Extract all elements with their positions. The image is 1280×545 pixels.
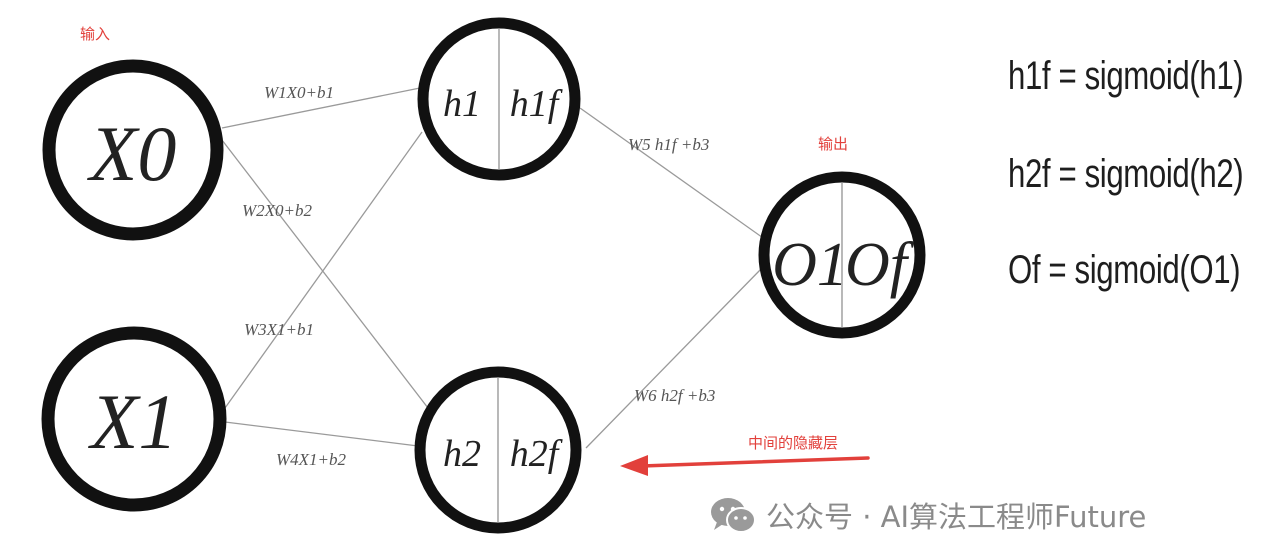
formula-h2f: h2f = sigmoid(h2) xyxy=(1008,152,1244,196)
node-h1f-label: h1f xyxy=(510,83,563,125)
edge-x1-h1 xyxy=(224,131,423,409)
hidden-layer-arrow-icon xyxy=(620,455,870,476)
node-o1-label: O1 xyxy=(772,231,848,299)
edge-label-x1-h1: W3X1+b1 xyxy=(244,320,314,339)
formula-of: Of = sigmoid(O1) xyxy=(1008,248,1241,292)
node-o1: O1 Of xyxy=(758,171,926,339)
edge-h1-o1 xyxy=(579,107,767,241)
node-x1-label: X1 xyxy=(88,378,178,465)
node-h2-label: h2 xyxy=(443,433,481,475)
node-x0-label: X0 xyxy=(87,110,177,197)
edge-label-h2-o1: W6 h2f +b3 xyxy=(634,386,715,405)
node-x0: X0 xyxy=(42,59,224,241)
node-h1: h1 h1f xyxy=(417,17,581,181)
node-of-label: Of xyxy=(845,231,915,299)
output-label: 输出 xyxy=(818,135,848,153)
edge-x0-h2 xyxy=(221,139,429,409)
edge-label-x0-h1: W1X0+b1 xyxy=(264,83,334,102)
node-h2: h2 h2f xyxy=(414,366,582,534)
edge-label-x1-h2: W4X1+b2 xyxy=(276,450,347,469)
edge-h2-o1 xyxy=(585,267,763,449)
watermark: 公众号 · AI算法工程师Future xyxy=(708,493,1146,537)
watermark-text: 公众号 · AI算法工程师Future xyxy=(766,500,1147,534)
edge-x0-h1 xyxy=(221,87,421,129)
wechat-icon xyxy=(711,498,756,533)
node-h1-label: h1 xyxy=(443,83,481,125)
formula-h1f: h1f = sigmoid(h1) xyxy=(1008,54,1244,98)
edge-label-h1-o1: W5 h1f +b3 xyxy=(628,135,709,154)
node-x1: X1 xyxy=(41,326,227,512)
node-h2f-label: h2f xyxy=(510,433,563,475)
hidden-layer-label: 中间的隐藏层 xyxy=(748,434,838,452)
edge-x1-h2 xyxy=(224,421,419,447)
edge-label-x0-h2: W2X0+b2 xyxy=(242,201,313,220)
input-label: 输入 xyxy=(80,25,110,43)
